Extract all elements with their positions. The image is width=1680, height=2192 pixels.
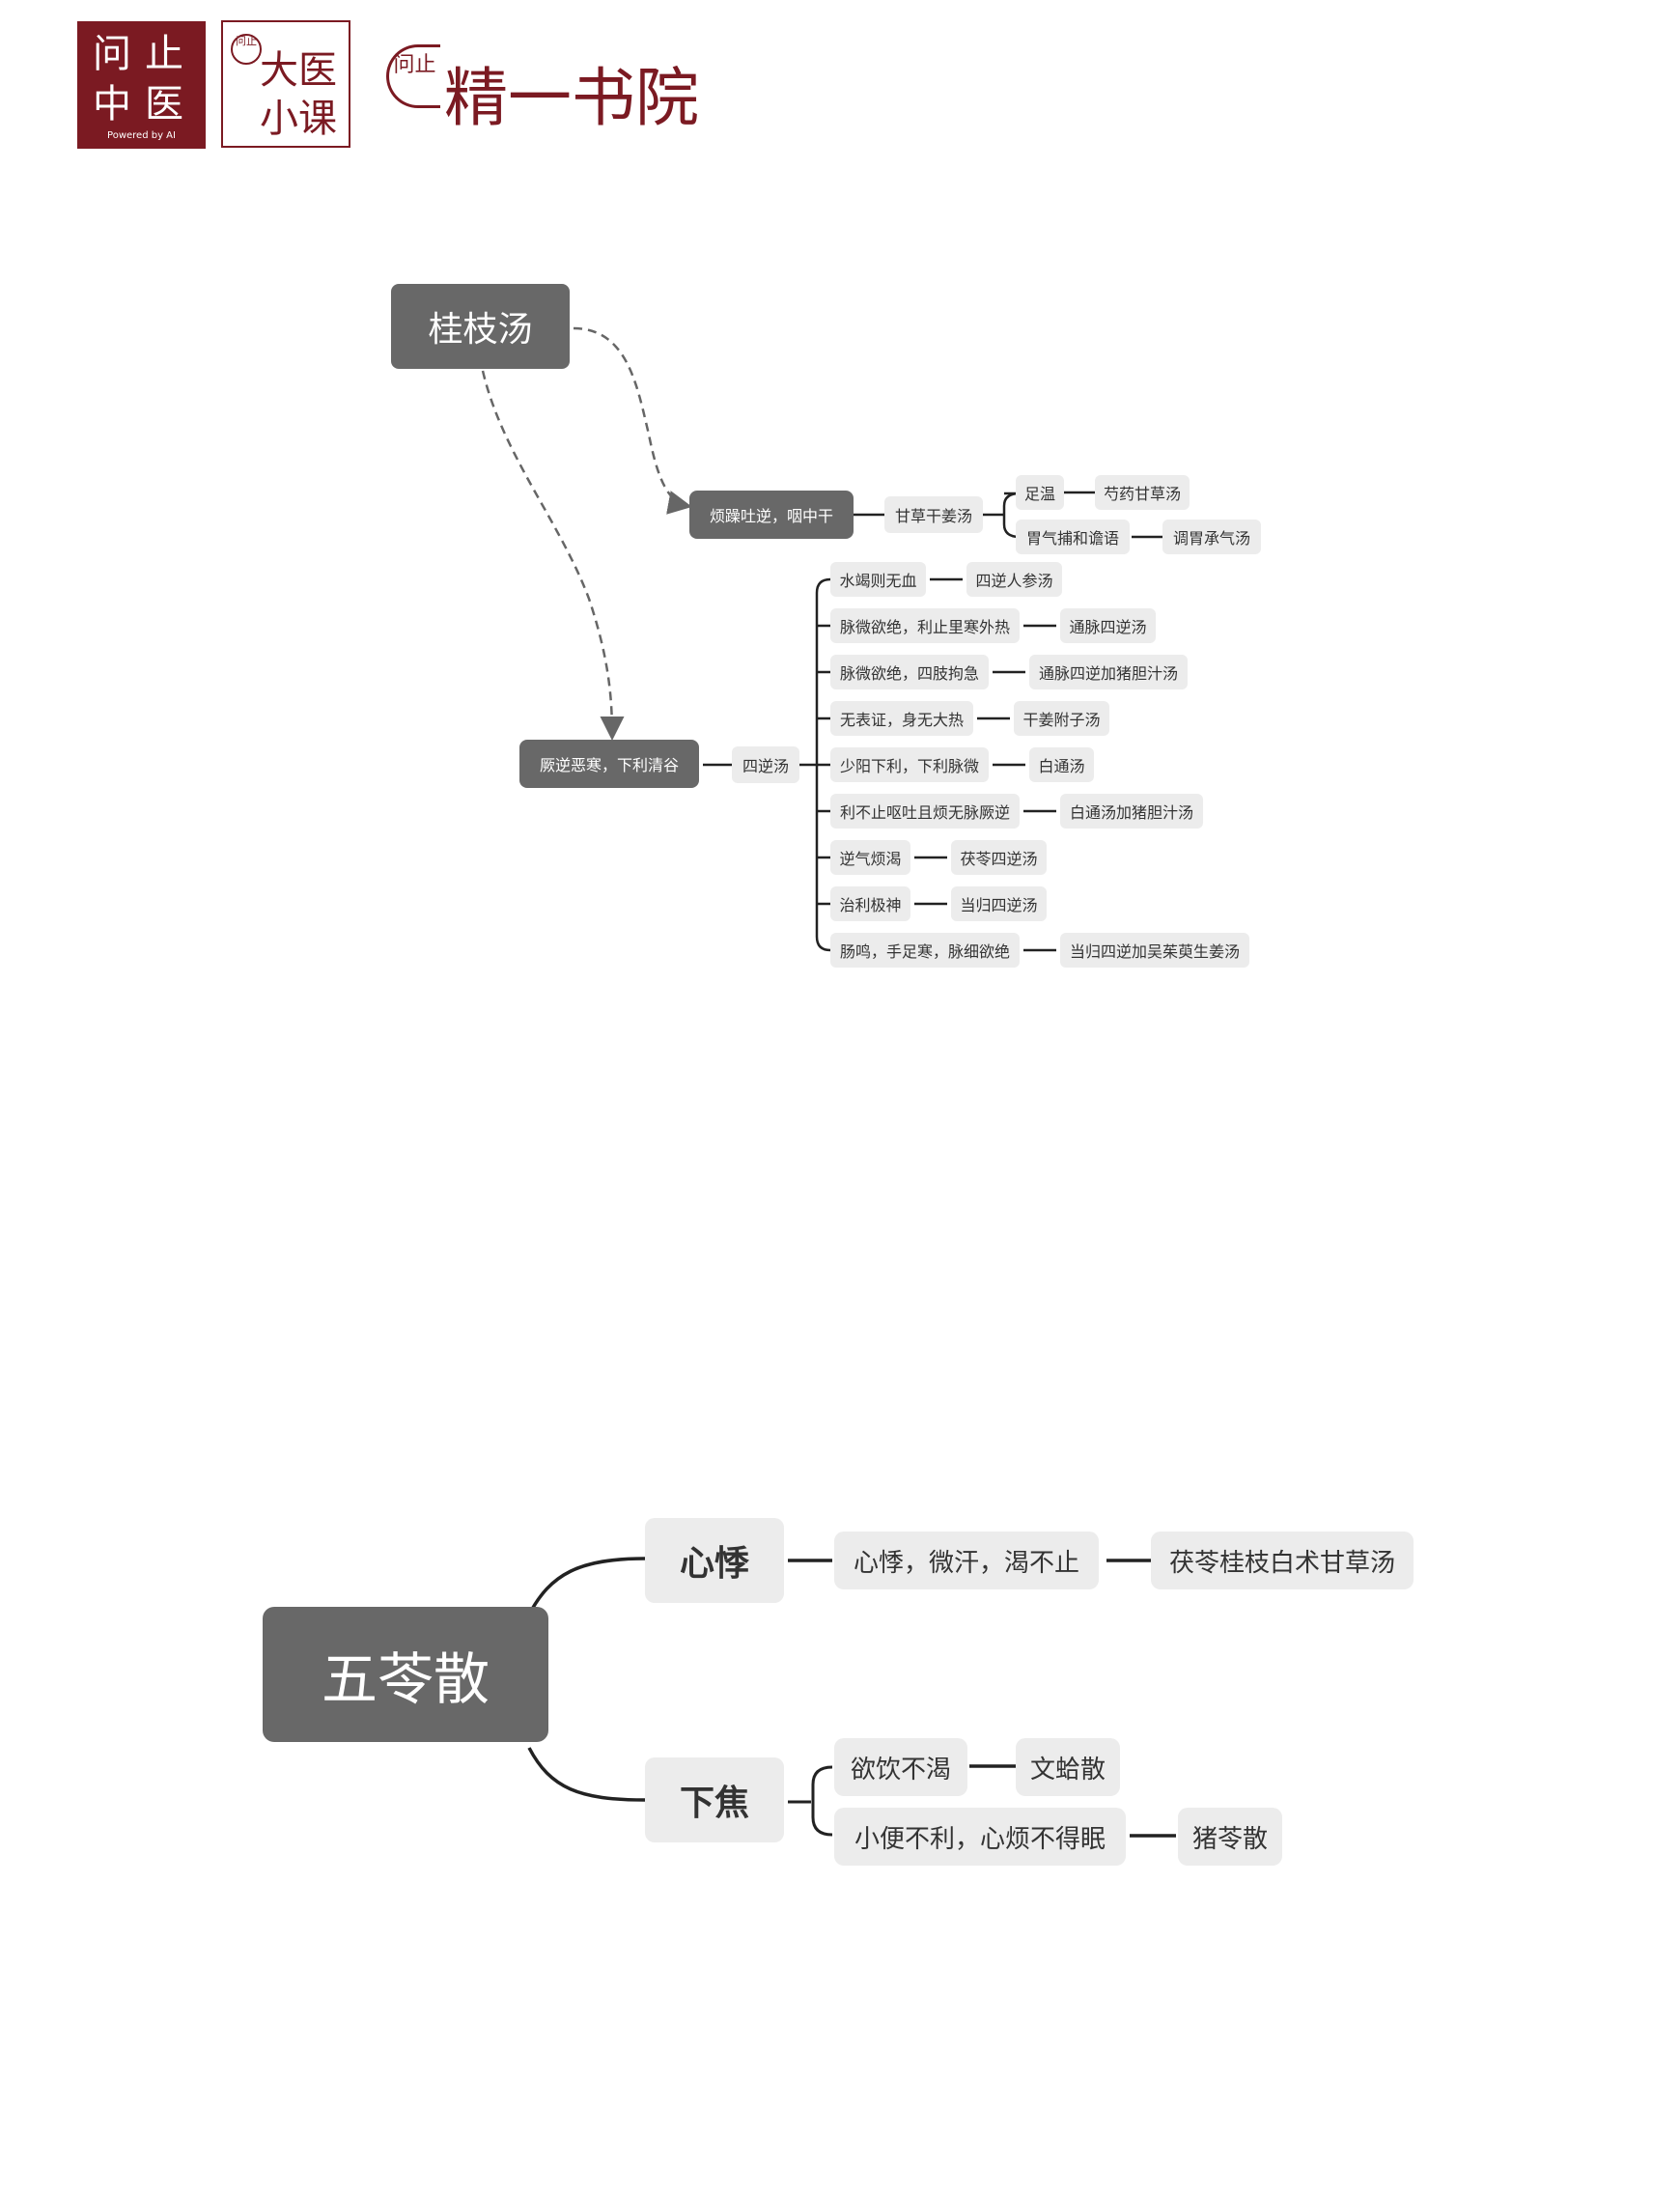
- branch-b-formula-7: 当归四逆汤: [951, 886, 1047, 921]
- branch-b-cond-0: 水竭则无血: [830, 562, 926, 597]
- logo2-line2: 小课: [260, 97, 337, 141]
- branch-b-formula-8: 当归四逆加吴茱萸生姜汤: [1060, 933, 1249, 968]
- brand-seal: 问止: [386, 44, 440, 108]
- xinji-formula: 茯苓桂枝白术甘草汤: [1151, 1532, 1414, 1589]
- logo1-line2: 中医: [93, 82, 197, 126]
- branch-a-formula-1: 调胃承气汤: [1162, 520, 1261, 554]
- brand-title: 精一书院: [444, 61, 699, 135]
- branch-b-cond-5: 利不止呕吐且烦无脉厥逆: [830, 794, 1020, 829]
- xinji-cond: 心悸，微汗，渴不止: [834, 1532, 1099, 1589]
- branch-b-formula-1: 通脉四逆汤: [1060, 608, 1156, 643]
- branch-b-formula-6: 茯苓四逆汤: [951, 840, 1047, 875]
- logo-dayi-xiaoke: 问止 大医 小课: [221, 20, 350, 148]
- branch-b-cond-4: 少阳下利，下利脉微: [830, 747, 989, 782]
- branch-a-cond-1: 胃气捕和谵语: [1016, 520, 1130, 554]
- dash-arrow-b: [481, 370, 625, 741]
- branch-b-formula-0: 四逆人参汤: [966, 562, 1062, 597]
- logo2-seal: 问止: [231, 34, 262, 65]
- xiajiao-formula-1: 猪苓散: [1178, 1808, 1282, 1866]
- logo-wenzhi-zhongyi: 问止 中医 Powered by AI: [77, 21, 206, 149]
- branch-b-formula-5: 白通汤加猪胆汁汤: [1060, 794, 1203, 829]
- root-wuling-san: 五苓散: [263, 1607, 548, 1742]
- branch-b-cond-2: 脉微欲绝，四肢拘急: [830, 655, 989, 689]
- branch-b-cond-8: 肠鸣，手足寒，脉细欲绝: [830, 933, 1020, 968]
- xiajiao-cond-0: 欲饮不渴: [834, 1738, 967, 1796]
- logo1-powered: Powered by AI: [107, 130, 176, 141]
- branch-b-label: 厥逆恶寒，下利清谷: [519, 740, 699, 788]
- branch-xiajiao: 下焦: [645, 1757, 784, 1842]
- branch-b-cond-3: 无表证，身无大热: [830, 701, 973, 736]
- xiajiao-formula-0: 文蛤散: [1016, 1738, 1120, 1796]
- branch-b-formula-3: 干姜附子汤: [1014, 701, 1109, 736]
- dash-arrow-a: [573, 326, 692, 515]
- branch-b-cond-6: 逆气烦渴: [830, 840, 910, 875]
- branch-b-cond-7: 治利极神: [830, 886, 910, 921]
- branch-xinji: 心悸: [645, 1518, 784, 1603]
- logo2-line1: 大医: [260, 48, 337, 93]
- xiajiao-cond-1: 小便不利，心烦不得眠: [834, 1808, 1126, 1866]
- branch-b-mid: 四逆汤: [732, 746, 799, 783]
- root-guizhi-tang: 桂枝汤: [391, 284, 570, 369]
- branch-a-mid: 甘草干姜汤: [884, 496, 983, 533]
- branch-b-formula-2: 通脉四逆加猪胆汁汤: [1029, 655, 1188, 689]
- branch-a-formula-0: 芍药甘草汤: [1095, 475, 1190, 510]
- logo1-line1: 问止: [93, 32, 197, 76]
- branch-a-cond-0: 足温: [1016, 475, 1064, 510]
- branch-b-cond-1: 脉微欲绝，利止里寒外热: [830, 608, 1020, 643]
- branch-b-formula-4: 白通汤: [1029, 747, 1094, 782]
- branch-a-label: 烦躁吐逆，咽中干: [689, 491, 854, 539]
